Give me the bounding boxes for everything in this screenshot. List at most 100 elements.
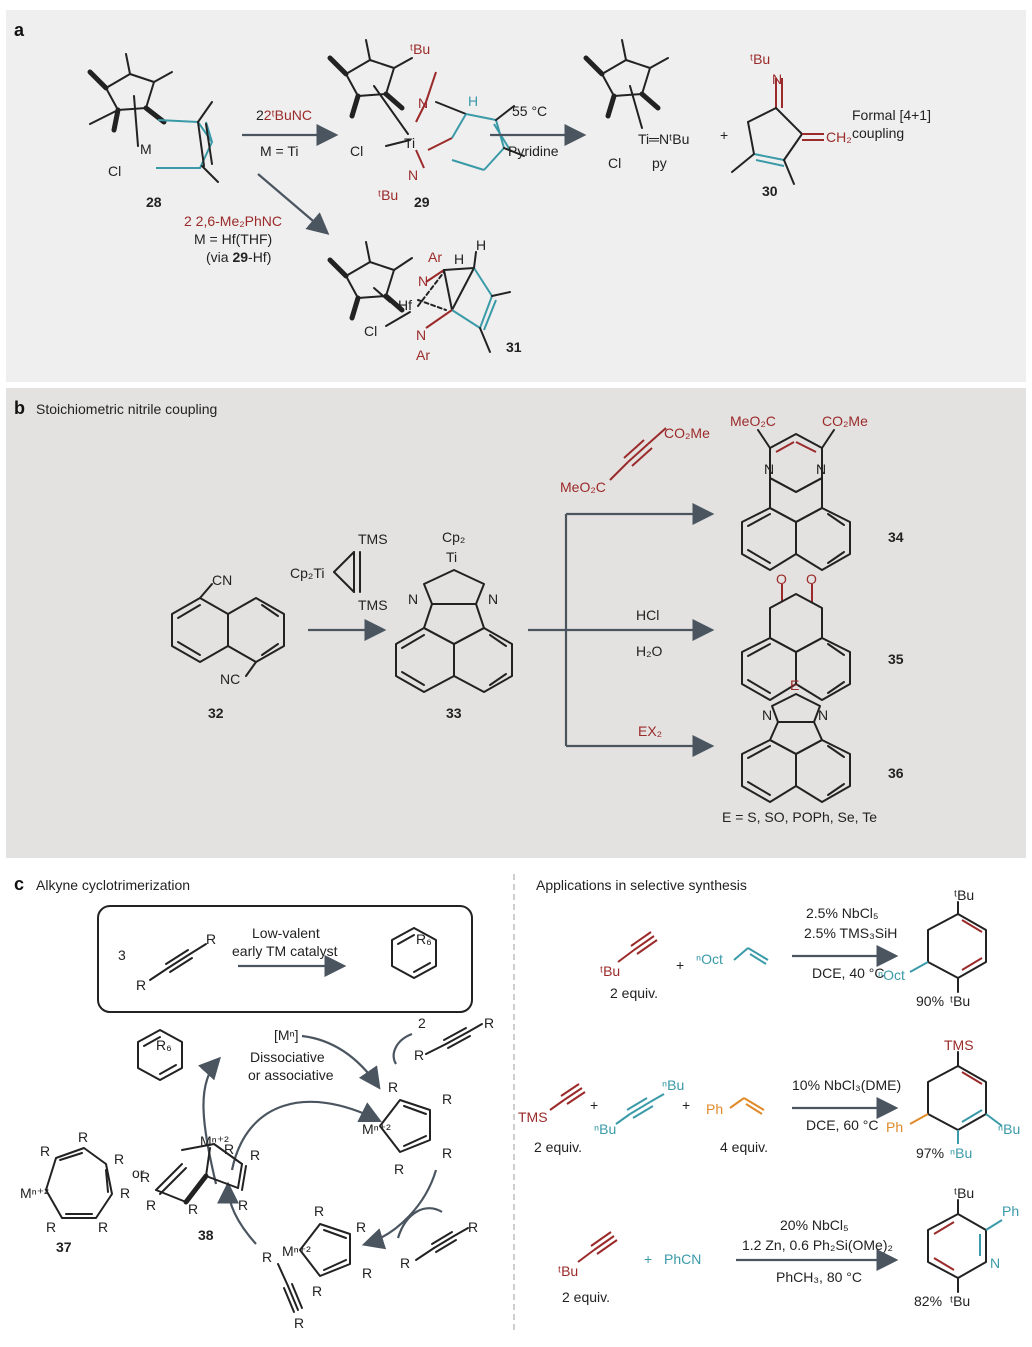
box-benzene [391, 927, 437, 979]
rxn3-cond1: 20% NbCl₅ [780, 1217, 849, 1233]
rxn2-product-nbu-right: ⁿBu [998, 1121, 1020, 1137]
atom-ar-31b: Ar [416, 347, 430, 363]
compound-30-label: 30 [762, 183, 778, 199]
cycle-arrow-release [198, 1056, 221, 1185]
atom-n-36a: N [762, 707, 772, 723]
incoming-alkyne-2 [396, 1207, 469, 1261]
c38-r1: R [224, 1141, 234, 1157]
rxn1-equiv: 2 equiv. [610, 985, 658, 1001]
compound-35-structure [741, 584, 851, 701]
atom-hf: Hf [398, 297, 412, 313]
panel-b-label: b [14, 398, 25, 418]
atom-n-33a: N [408, 591, 418, 607]
atom-n-31a: N [418, 273, 428, 289]
rxn1-product-tbu-bottom: ᵗBu [950, 993, 970, 1009]
atom-n-31b: N [416, 327, 426, 343]
cycle-dissociative: Dissociative [250, 1049, 325, 1065]
formal-coupling-line2: coupling [852, 125, 904, 141]
box-coefficient: 3 [118, 947, 126, 963]
panel-c: c Alkyne cyclotrimerization Applications… [6, 864, 1026, 1342]
atom-cl-31: Cl [364, 323, 377, 339]
panel-c-title: Alkyne cyclotrimerization [36, 877, 190, 893]
reagent-cp2ti: Cp₂Ti [290, 565, 324, 581]
compound-31-structure [327, 241, 511, 353]
c37-r4: R [120, 1185, 130, 1201]
box-condition-line1: Low-valent [252, 925, 320, 941]
atom-n-34a: N [764, 461, 774, 477]
c37-r1: R [40, 1143, 50, 1159]
reagent-bottom: 2 2,6-Me₂PhNC [184, 213, 282, 229]
cycle-associative: or associative [248, 1067, 334, 1083]
ca-r-bottom: R [294, 1315, 304, 1331]
rxn2-styrene [729, 1097, 765, 1115]
product-34-meo2c: MeO₂C [730, 413, 776, 429]
box-r-top: R [206, 931, 216, 947]
ca-r-top: R [262, 1249, 272, 1265]
c37-r6: R [46, 1219, 56, 1235]
rxn1-product [909, 901, 987, 993]
compound-31-label: 31 [506, 339, 522, 355]
atom-tbu-30: ᵗBu [750, 51, 770, 67]
atom-ar-31a: Ar [428, 249, 442, 265]
rxn2-cond2: DCE, 60 °C [806, 1117, 879, 1133]
apps-title: Applications in selective synthesis [536, 877, 747, 893]
rxn1-plus: + [676, 957, 684, 973]
incoming-alkyne-1 [392, 1023, 483, 1065]
cycle-mn2-d: Mⁿ⁺² [20, 1185, 49, 1201]
atom-e-36: E [790, 677, 799, 693]
rxn3-cond3: PhCH₃, 80 °C [776, 1269, 862, 1285]
panel-c-label: c [14, 874, 24, 894]
or-text: or [132, 1165, 145, 1181]
temperature: 55 °C [512, 103, 547, 119]
cond-bottom-2: (via 29-Hf) [206, 249, 271, 265]
atom-n-30: N [772, 71, 782, 87]
atom-tbu-29a: ᵗBu [410, 41, 430, 57]
c37-r2: R [78, 1129, 88, 1145]
cycle-mn2-a: Mⁿ⁺² [362, 1121, 391, 1137]
rxn3-equiv: 2 equiv. [562, 1289, 610, 1305]
atom-ti-29: Ti [404, 135, 415, 151]
group-cn: CN [212, 572, 232, 588]
alkyne2-r-top: R [468, 1219, 478, 1235]
compound-29-structure [327, 39, 525, 171]
rxn2-ph: Ph [706, 1101, 723, 1117]
atom-n-29a: N [418, 95, 428, 111]
coordinated-alkyne [277, 1263, 303, 1313]
compound-34-label: 34 [888, 529, 904, 545]
compound-28-label: 28 [146, 194, 162, 210]
compound-30-structure [731, 78, 824, 185]
cycle-arrow-associative [230, 1100, 382, 1171]
rxn3-tbu: ᵗBu [558, 1263, 578, 1279]
plus-a: + [720, 127, 728, 143]
atom-cl-28: Cl [108, 163, 121, 179]
rxn2-tms-alkyne [549, 1083, 586, 1111]
rxn1-tbu: ᵗBu [600, 963, 620, 979]
reagent-top: 22ᵗBuNC [256, 107, 312, 123]
atom-n-34b: N [816, 461, 826, 477]
ti-imido-formula: Ti═NᵗBu [638, 131, 689, 147]
atom-n-36b: N [818, 707, 828, 723]
box-r6: R₆ [416, 931, 432, 947]
atom-o-35a: O [776, 571, 787, 587]
compound-32-label: 32 [208, 705, 224, 721]
panel-a: a M Cl 28 22ᵗBuNC M = Ti [6, 10, 1026, 382]
cond-bottom-1: M = Hf(THF) [194, 231, 272, 247]
rxn1-product-tbu-top: ᵗBu [954, 887, 974, 903]
c38-r6: R [238, 1197, 248, 1213]
formal-coupling-line1: Formal [4+1] [852, 107, 931, 123]
box-alkyne [149, 943, 207, 981]
compound-36-structure [741, 693, 851, 803]
rxn2-dibutylalkyne [615, 1093, 665, 1125]
metallacyclopentadiene [379, 1099, 431, 1153]
solvent: Pyridine [508, 143, 559, 159]
reagent-hcl: HCl [636, 607, 659, 623]
reagent-tms-bottom: TMS [358, 597, 388, 613]
rxn2-nbu-top: ⁿBu [662, 1077, 684, 1093]
cycle-mn2-c: Mⁿ⁺² [200, 1133, 229, 1149]
compound-33-label: 33 [446, 705, 462, 721]
c37-r3: R [114, 1151, 124, 1167]
rxn3-phcn: PhCN [664, 1251, 701, 1267]
panel-b-title: Stoichiometric nitrile coupling [36, 401, 217, 417]
mcp-r4: R [394, 1161, 404, 1177]
compound-37-structure [45, 1147, 113, 1219]
